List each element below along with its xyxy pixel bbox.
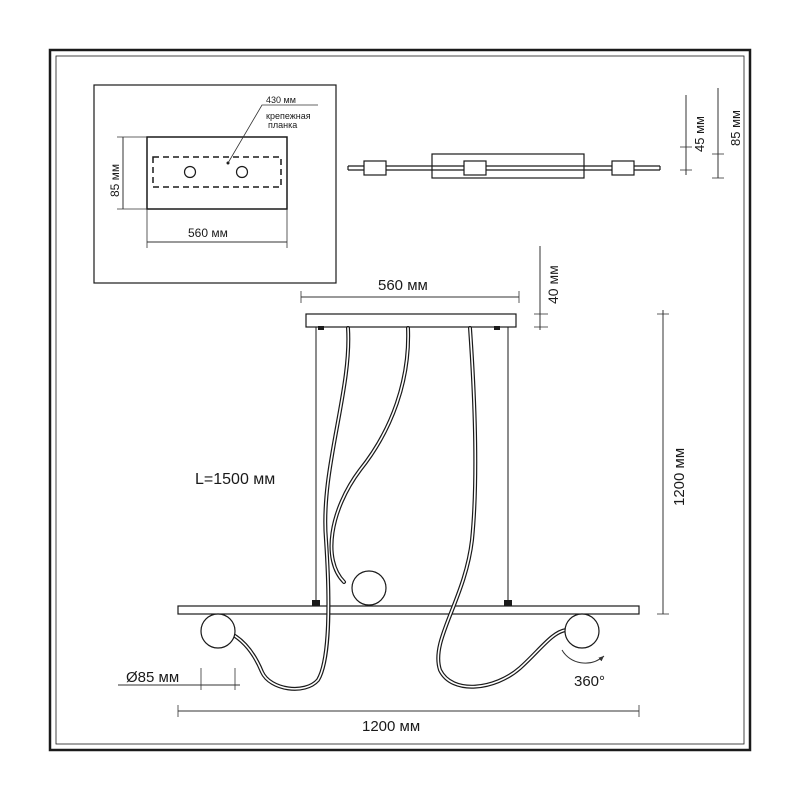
wire-clip-right <box>504 600 512 606</box>
cable-right <box>436 326 568 689</box>
globe-shade-center <box>351 570 387 606</box>
side-85-label: 85 мм <box>728 110 743 146</box>
bracket-label-line1: крепежная <box>266 111 311 121</box>
rotation-360-label: 360° <box>574 673 605 690</box>
inset-height-85-label: 85 мм <box>108 164 122 197</box>
cable-length-label: L=1500 мм <box>195 471 275 488</box>
inset-box <box>93 84 337 284</box>
shade-diameter-label: Ø85 мм <box>126 669 179 686</box>
bracket-leader-line <box>227 104 318 164</box>
inner-frame <box>55 55 745 745</box>
side-view: 45 мм 85 мм <box>347 88 743 179</box>
ceiling-canopy <box>305 313 517 328</box>
side-shade-right <box>611 160 635 176</box>
mounting-hole-left <box>183 165 197 179</box>
canopy-screw-left <box>318 326 324 330</box>
mounting-hole-right <box>235 165 249 179</box>
side-shade-left <box>363 160 387 176</box>
canopy-screw-right <box>494 326 500 330</box>
outer-frame <box>48 48 752 752</box>
globe-shade-right <box>564 613 600 649</box>
front-view: 560 мм 40 мм L=1500 мм <box>118 246 688 735</box>
rotation-arrow <box>561 649 605 664</box>
side-shade-center <box>463 160 487 176</box>
cable-left-outer <box>226 326 351 691</box>
bar-width-1200-label: 1200 мм <box>362 718 420 735</box>
inset-width-560-label: 560 мм <box>188 226 228 240</box>
light-bar <box>177 605 640 615</box>
cable-center <box>329 326 411 584</box>
total-height-1200-label: 1200 мм <box>671 448 688 506</box>
inset-width-430-label: 430 мм <box>266 95 296 105</box>
top-width-560-label: 560 мм <box>378 277 428 294</box>
wire-clip-left <box>312 600 320 606</box>
inset-top-view: 430 мм крепежная планка 85 мм 560 мм <box>93 84 337 284</box>
canopy-height-40-label: 40 мм <box>545 265 561 304</box>
canopy-top-outline <box>146 136 288 210</box>
side-45-label: 45 мм <box>692 116 707 152</box>
bracket-label-line2: планка <box>268 120 297 130</box>
mounting-bracket-dashed <box>152 156 282 188</box>
globe-shade-left <box>200 613 236 649</box>
